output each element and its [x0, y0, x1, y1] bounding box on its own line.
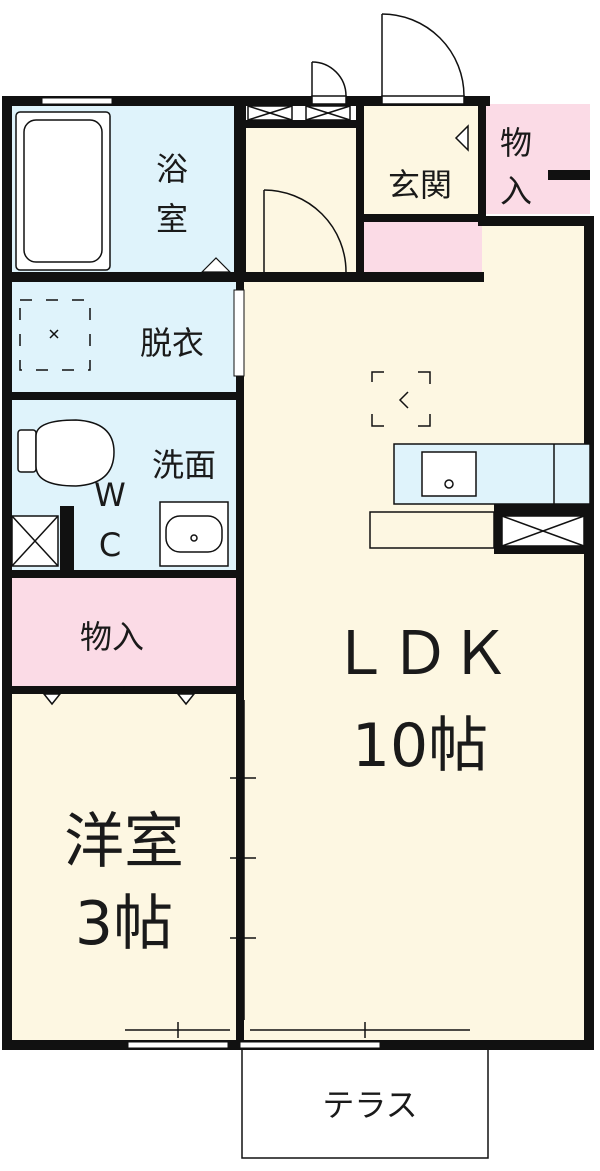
ldk-area [244, 226, 590, 1042]
entrance-label: 玄関 [388, 166, 452, 204]
entrance-door [311, 13, 465, 105]
closet-door [40, 686, 210, 706]
washbasin [159, 501, 229, 567]
washer-cross [49, 329, 59, 339]
entrance-step [362, 222, 482, 274]
dressing-door [233, 289, 245, 377]
fridge-box [501, 515, 585, 547]
ldk-label-2: 10帖 [352, 711, 488, 781]
washbasin-label: 洗面 [152, 446, 216, 484]
entrance-area [362, 104, 482, 224]
storage-right-label-1: 物 [500, 124, 532, 162]
storage-right-area [482, 104, 590, 214]
bath-label-2: 室 [156, 200, 188, 238]
fridge-space [371, 371, 431, 427]
wc-label-1: W [94, 476, 126, 514]
bath-label-1: 浴 [156, 150, 188, 188]
window-lines [125, 1022, 470, 1038]
meter-box [11, 515, 59, 567]
storage-left-area [10, 578, 238, 688]
washer-pan [19, 299, 91, 371]
dressing-label: 脱衣 [140, 324, 204, 362]
shoe-cabinet-marker [454, 124, 469, 152]
kitchen-counter [369, 443, 591, 549]
windows [41, 97, 381, 1049]
hall-door [263, 189, 347, 273]
bathtub [15, 111, 111, 271]
terrace-label: テラス [322, 1086, 417, 1124]
toilet [17, 419, 115, 487]
terrace-area [241, 1045, 489, 1159]
ldk-label-1: ＬＤＫ [330, 619, 510, 689]
sliding-door [230, 700, 256, 1020]
wc-label-2: C [99, 526, 121, 564]
bath-drain-marker [200, 257, 232, 273]
western-room-area [10, 694, 238, 1042]
western-room-label-2: 3帖 [75, 889, 173, 959]
storage-left-label: 物入 [80, 618, 144, 656]
vent-boxes [247, 105, 351, 121]
storage-right-label-2: 入 [500, 172, 532, 210]
western-room-label-1: 洋室 [64, 807, 184, 877]
